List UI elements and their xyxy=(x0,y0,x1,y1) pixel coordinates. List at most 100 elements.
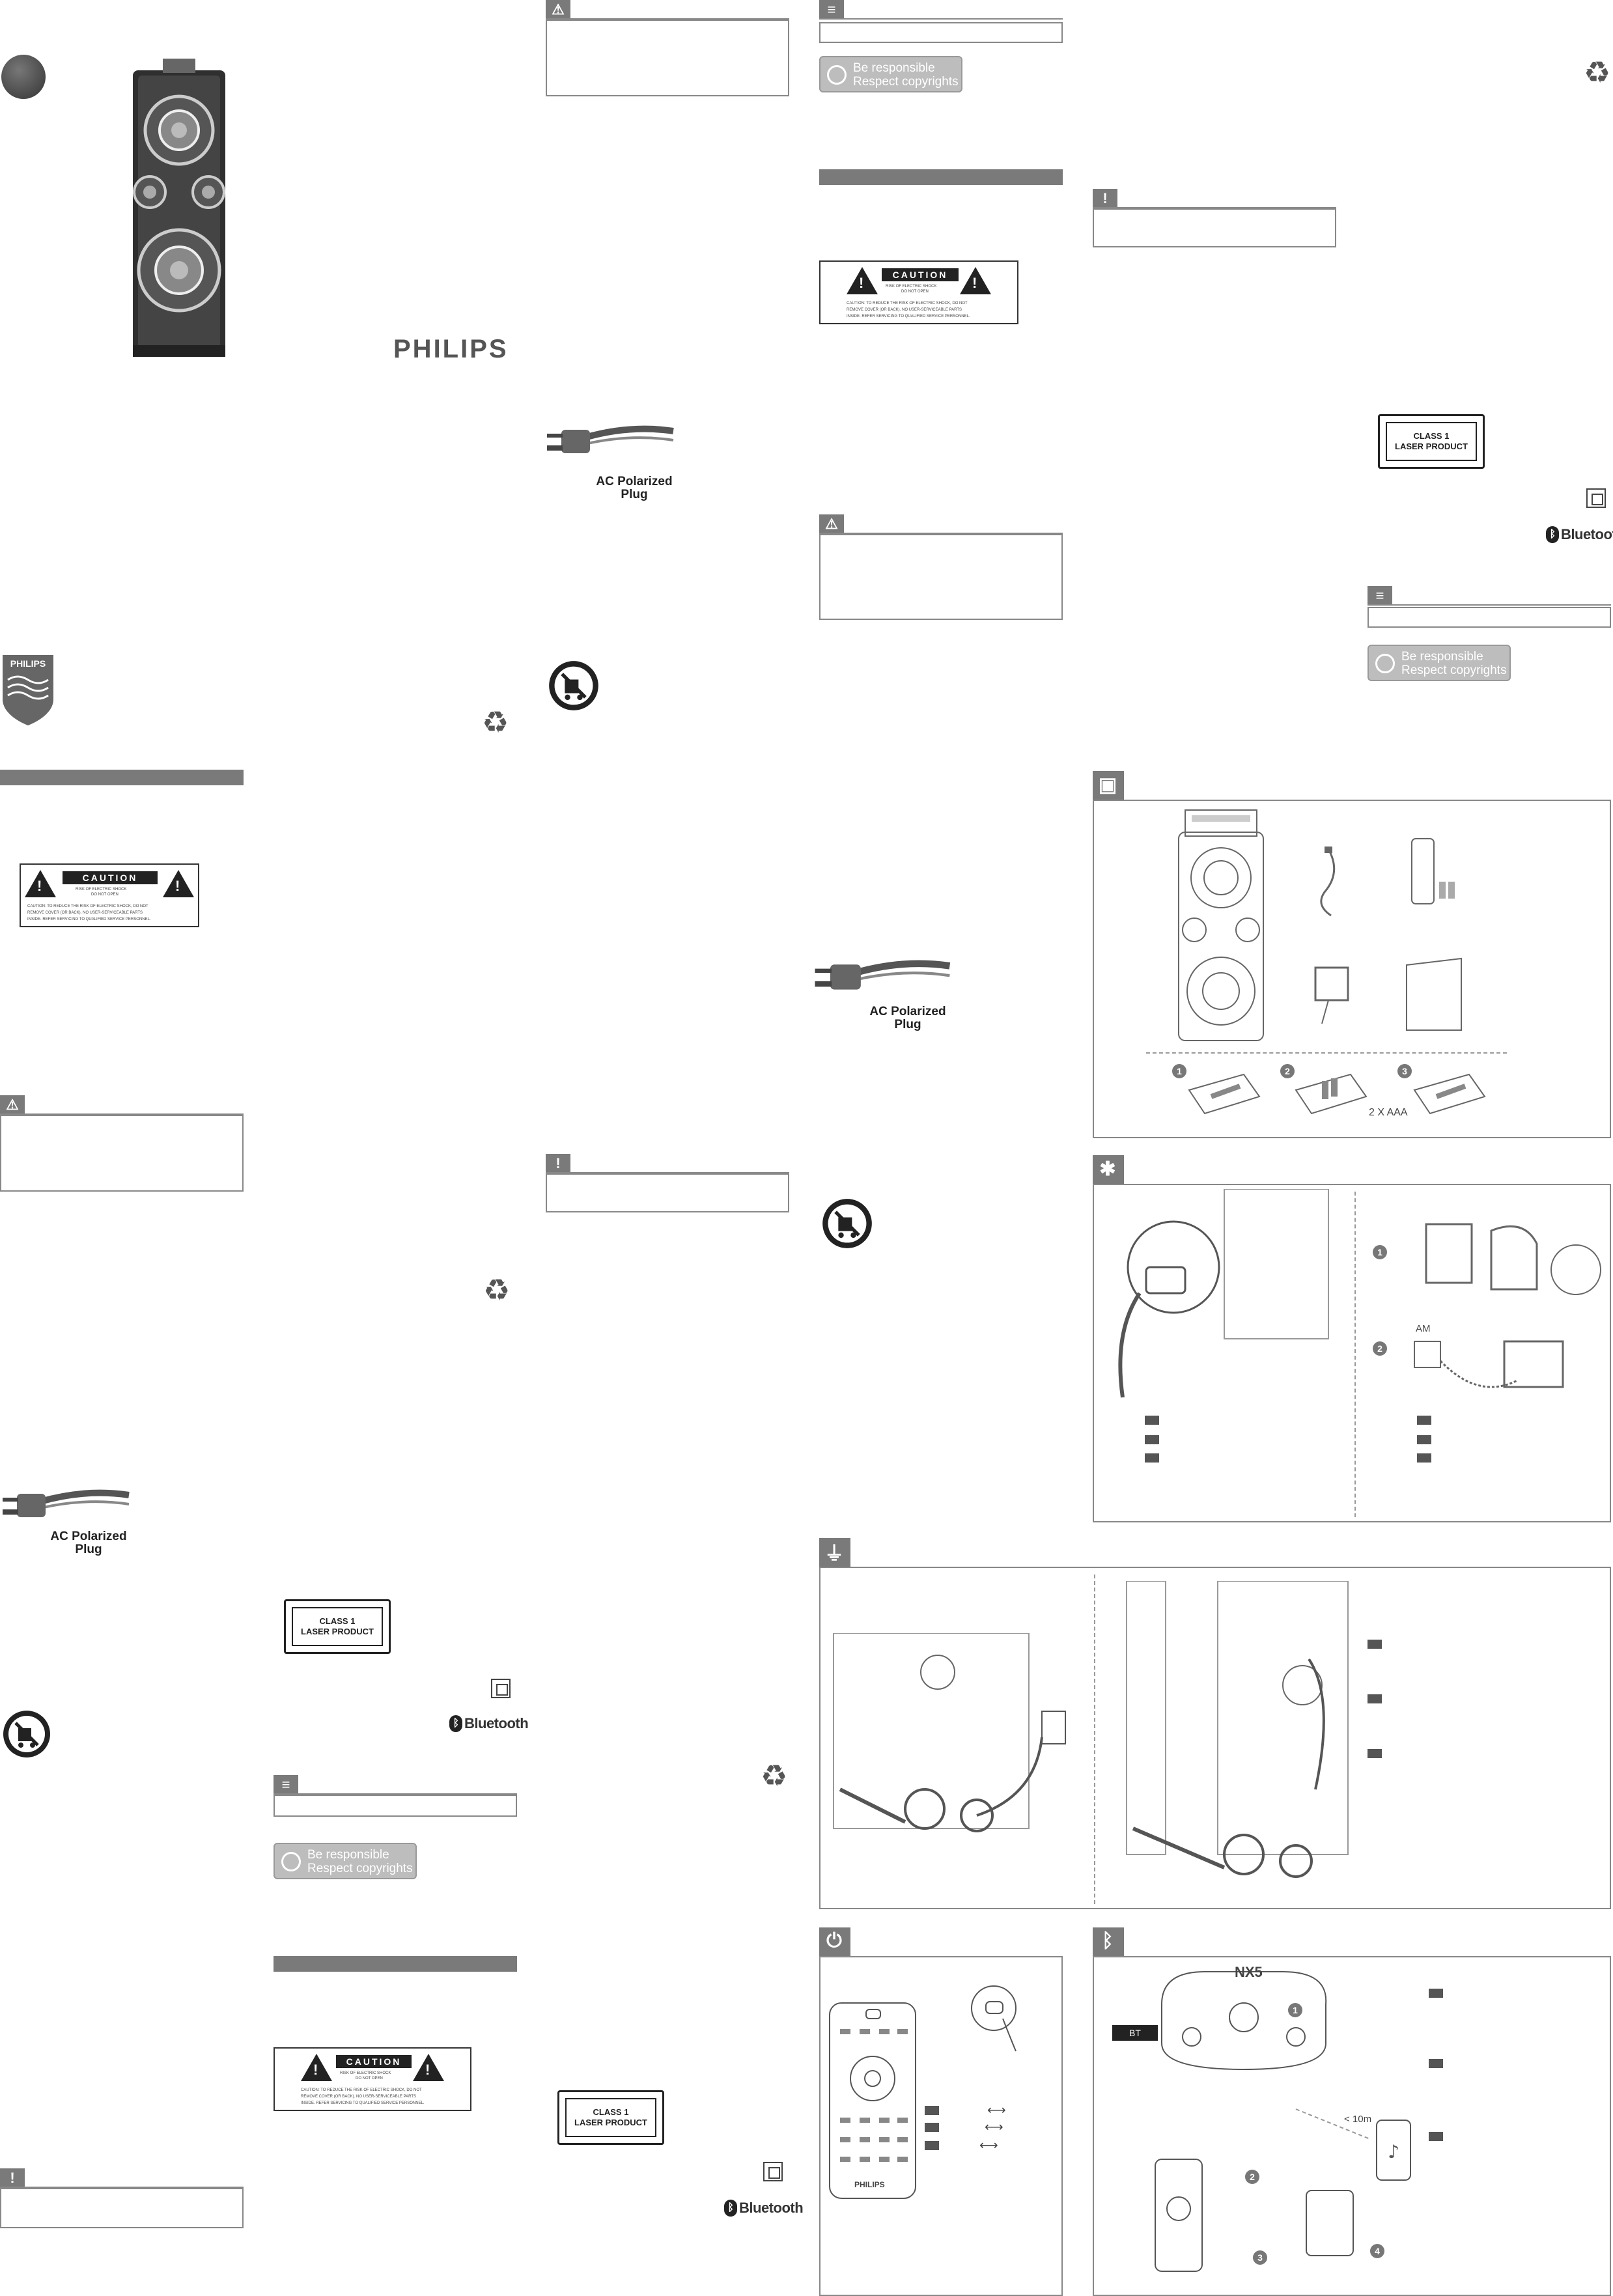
plug-caption: AC Polarized Plug xyxy=(862,1005,953,1031)
bullet xyxy=(925,2123,939,2132)
plug-line1: AC Polarized xyxy=(869,1005,946,1018)
caution-fine2: REMOVE COVER (OR BACK). NO USER-SERVICEA… xyxy=(301,2095,417,2099)
caution-icon xyxy=(301,2054,332,2081)
bullet xyxy=(1368,1749,1382,1758)
press-power-illustration xyxy=(971,1985,1017,2052)
warning-box xyxy=(546,20,789,96)
warning-icon: ⚠ xyxy=(819,514,844,534)
bullet xyxy=(1417,1453,1431,1463)
bluetooth-icon: ᛒ xyxy=(1546,526,1559,543)
cart-warning-icon xyxy=(822,1199,872,1248)
am-antenna-illustration xyxy=(1314,966,1349,1024)
divider xyxy=(1094,1575,1095,1904)
box-rule xyxy=(546,18,789,20)
section-bar xyxy=(819,169,1063,185)
arrow: ⟷ xyxy=(985,2120,1003,2135)
bt-display: BT xyxy=(1112,2025,1158,2041)
plug-line2: Plug xyxy=(75,1543,102,1556)
bullet xyxy=(1429,1989,1443,1998)
cart-warning-icon xyxy=(3,1711,50,1757)
bullet xyxy=(1417,1435,1431,1444)
bullet xyxy=(1145,1416,1159,1425)
note-box xyxy=(819,22,1063,43)
panel-header-install xyxy=(1093,1155,1124,1184)
bullet xyxy=(925,2106,939,2115)
antenna-connect-illustration xyxy=(1414,1340,1564,1388)
caution-icon xyxy=(413,2054,444,2081)
arrow: ⟷ xyxy=(987,2103,1006,2118)
respect-copyrights-badge: Be responsible Respect copyrights xyxy=(1368,645,1511,681)
laser-line1: CLASS 1 xyxy=(1413,431,1450,441)
step-2: 2 xyxy=(1280,1064,1295,1078)
language-badge xyxy=(1,55,46,99)
recycle-icon: ♻ xyxy=(761,1759,788,1793)
respect-line1: Be responsible xyxy=(853,61,935,75)
class-ii-icon xyxy=(1586,488,1606,508)
note-icon: ≡ xyxy=(819,0,844,20)
laser-line2: LASER PRODUCT xyxy=(1395,441,1468,451)
class-ii-icon xyxy=(491,1679,511,1698)
panel-header-bluetooth xyxy=(1093,1927,1124,1956)
caution-line1: RISK OF ELECTRIC SHOCK xyxy=(340,2071,391,2075)
bluetooth-text: Bluetooth xyxy=(464,1715,529,1731)
panel-bluetooth: NX5 BT 1 < 10m ♪ 2 3 4 xyxy=(1093,1956,1611,2296)
box-rule xyxy=(1368,604,1611,606)
bullet xyxy=(1417,1416,1431,1425)
step-3: 3 xyxy=(1397,1064,1412,1078)
battery-note: 2 X AAA xyxy=(1369,1107,1408,1118)
bluetooth-icon: ᛒ xyxy=(724,2200,737,2217)
phone-illustration: ♪ xyxy=(1376,2120,1411,2181)
bluetooth-icon: ᛒ xyxy=(449,1715,462,1732)
manual-illustration xyxy=(1406,957,1462,1031)
battery-step-2 xyxy=(1295,1073,1368,1115)
plug-line1: AC Polarized xyxy=(50,1530,127,1543)
caution-line1: RISK OF ELECTRIC SHOCK xyxy=(886,285,937,288)
plug-illustration xyxy=(3,1489,130,1517)
bullet xyxy=(1429,2132,1443,2141)
note-icon: ≡ xyxy=(1368,586,1392,606)
bullet xyxy=(1145,1453,1159,1463)
bullet xyxy=(1429,2059,1443,2068)
step-2: 2 xyxy=(1245,2170,1259,2184)
caution-fine3: INSIDE. REFER SERVICING TO QUALIFIED SER… xyxy=(847,315,970,318)
step-2: 2 xyxy=(1373,1341,1387,1356)
plug-caption: AC Polarized Plug xyxy=(589,475,680,501)
device-model: NX5 xyxy=(1235,1964,1263,1980)
respect-line1: Be responsible xyxy=(307,1848,389,1862)
caution-line2: DO NOT OPEN xyxy=(356,2077,383,2080)
remote-small-illustration xyxy=(1155,2159,1203,2272)
step-3: 3 xyxy=(1253,2250,1267,2265)
device-top-illustration xyxy=(1161,1971,1327,2071)
laser-line2: LASER PRODUCT xyxy=(301,1627,374,1636)
respect-line2: Respect copyrights xyxy=(307,1862,413,1875)
caution-fine2: REMOVE COVER (OR BACK). NO USER-SERVICEA… xyxy=(847,308,962,312)
panel-header-power-on xyxy=(819,1927,850,1956)
caution-title: CAUTION xyxy=(882,268,959,281)
caution-label: CAUTION RISK OF ELECTRIC SHOCK DO NOT OP… xyxy=(819,260,1018,324)
range-label: < 10m xyxy=(1344,2114,1372,2125)
box-rule xyxy=(546,1172,789,1173)
box-rule xyxy=(1093,207,1336,208)
note-box xyxy=(274,1795,517,1817)
class-ii-icon xyxy=(763,2162,783,2181)
caution-title: CAUTION xyxy=(336,2055,412,2068)
panel-power-connection xyxy=(819,1567,1611,1909)
panel-install: 1 2 AM xyxy=(1093,1184,1611,1522)
power-icon xyxy=(281,1852,301,1871)
step-1: 1 xyxy=(1373,1245,1387,1259)
laser-line1: CLASS 1 xyxy=(593,2107,629,2117)
svg-text:PHILIPS: PHILIPS xyxy=(10,658,46,669)
bluetooth-logo: ᛒ Bluetooth xyxy=(724,2200,804,2217)
plug-line1: AC Polarized xyxy=(596,475,673,488)
plug-icon: ⏚ xyxy=(824,1543,844,1565)
antenna-assemble-illustration xyxy=(1425,1223,1601,1295)
box-rule xyxy=(274,1793,517,1795)
panel-power-on: PHILIPS ⟷ ⟷ ⟷ xyxy=(819,1956,1063,2296)
caution-icon xyxy=(847,267,878,294)
bullet xyxy=(925,2141,939,2150)
section-bar xyxy=(0,770,244,785)
caution-line1: RISK OF ELECTRIC SHOCK xyxy=(76,888,127,891)
panel-header-box-contents xyxy=(1093,771,1124,800)
caution-line2: DO NOT OPEN xyxy=(91,893,119,897)
laser-label: CLASS 1 LASER PRODUCT xyxy=(1378,414,1485,469)
